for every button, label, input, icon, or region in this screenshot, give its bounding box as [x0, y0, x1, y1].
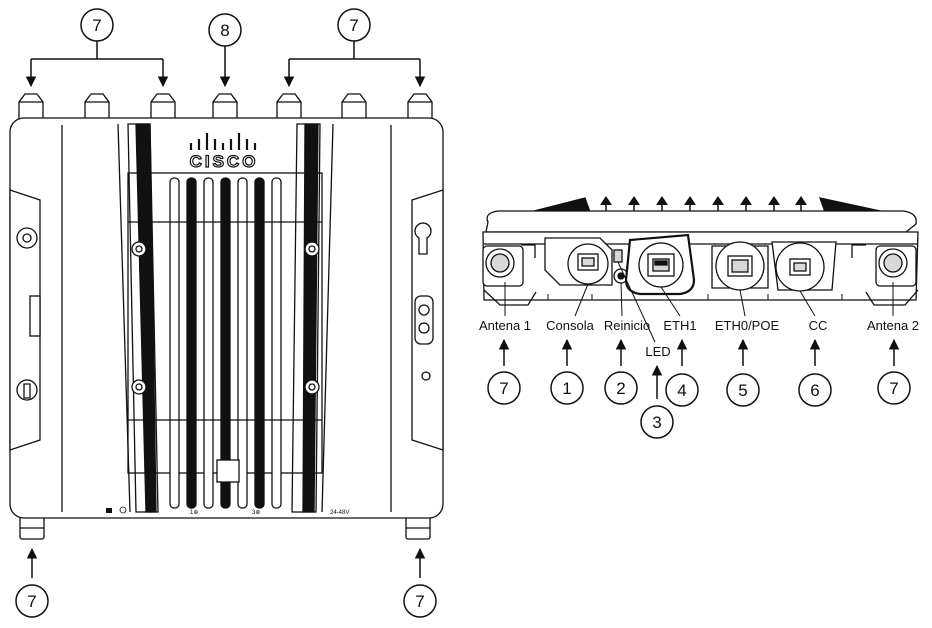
bottom-callouts: [487, 338, 911, 439]
callout-console: [550, 371, 584, 405]
marking-3: 3⊕: [252, 510, 260, 516]
callout-antenna2-number: 7: [889, 379, 898, 398]
label-console: Consola: [546, 318, 594, 333]
marking-power: 24-48V: [330, 510, 349, 516]
bottom-leader-lines: [504, 261, 894, 343]
callout-front-7-bottom-right: [403, 584, 437, 618]
callout-led-number: 3: [652, 413, 661, 432]
eth1-port: [624, 233, 696, 296]
callout-reset: [604, 371, 638, 405]
bottom-view: [482, 196, 919, 306]
callout-antenna1-number: 7: [499, 379, 508, 398]
port-labels: Antena 1 Consola Reinicio LED ETH1 ETH0/…: [479, 318, 919, 359]
callout-antenna1: [487, 371, 521, 405]
panel-markings: 1⊕ 3⊕ 24-48V: [106, 506, 349, 516]
callout-dc-number: 6: [810, 381, 819, 400]
cisco-logo: [189, 133, 257, 150]
callout-front-7-right-number: 7: [349, 16, 358, 35]
front-callouts: [15, 8, 437, 618]
eth0-poe-port: [711, 241, 769, 291]
right-keyhole: [414, 222, 432, 255]
callout-eth0-poe-number: 5: [738, 381, 747, 400]
callout-antenna2: [877, 371, 911, 405]
bottom-callout-numbers: 7 1 2 3 4 5 6 7: [499, 379, 898, 432]
cisco-logo-text: CISCO: [190, 152, 259, 171]
label-reset: Reinicio: [604, 318, 650, 333]
label-eth0-poe: ETH0/POE: [715, 318, 780, 333]
top-antenna-connectors: [18, 93, 433, 121]
panel-screws: [131, 241, 320, 395]
front-view: CISCO 1⊕ 3⊕ 24-48V: [9, 93, 444, 540]
console-port: [544, 237, 613, 286]
callout-reset-number: 2: [616, 379, 625, 398]
callout-front-7-left-number: 7: [92, 16, 101, 35]
dc-power-port: [771, 241, 837, 292]
label-led: LED: [645, 344, 670, 359]
callout-led: [640, 405, 674, 439]
left-tab: [29, 295, 41, 337]
callout-front-7-bottom-left-number: 7: [27, 592, 36, 611]
bottom-antenna-connectors: [19, 516, 431, 540]
callout-front-8-number: 8: [220, 21, 229, 40]
front-callout-numbers: 7 8 7 7 7: [27, 16, 424, 611]
led-indicator: [613, 249, 623, 263]
bottom-view-fins: [600, 196, 807, 205]
callout-eth1: [665, 373, 699, 407]
antenna2-port: [851, 244, 917, 287]
callout-eth0-poe: [726, 373, 760, 407]
callout-dc: [798, 373, 832, 407]
callout-front-7-bottom-right-number: 7: [415, 592, 424, 611]
label-dc: CC: [809, 318, 828, 333]
right-ground-lug: [414, 295, 434, 345]
callout-console-number: 1: [562, 379, 571, 398]
label-eth1: ETH1: [663, 318, 696, 333]
marking-1: 1⊕: [190, 510, 198, 516]
label-antenna1: Antena 1: [479, 318, 531, 333]
callout-eth1-number: 4: [677, 381, 686, 400]
callout-front-7-bottom-left: [15, 584, 49, 618]
heatsink-fins: [117, 123, 334, 513]
bottom-view-body: [485, 210, 917, 233]
antenna1-port: [482, 244, 536, 287]
label-antenna2: Antena 2: [867, 318, 919, 333]
